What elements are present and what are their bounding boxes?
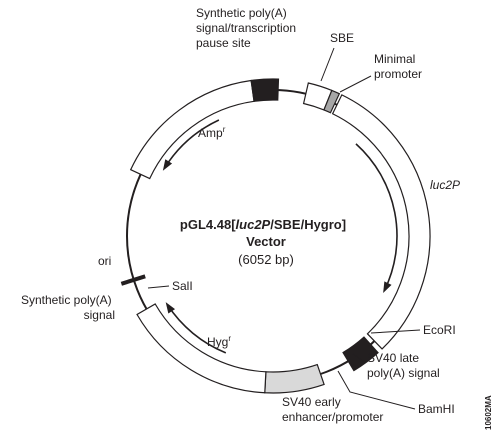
luc2p-arrow-head — [383, 281, 392, 294]
luc2p-label: luc2P — [430, 178, 460, 192]
sv40-early-block — [264, 363, 325, 394]
hygr-segment — [136, 303, 267, 394]
ori-label: ori — [98, 254, 111, 268]
synthetic-polya-top-label: Synthetic poly(A) signal/transcription p… — [196, 6, 299, 50]
sv40-late-leader — [352, 353, 364, 362]
figure-code: 10602MA — [484, 395, 493, 430]
hygr-label: Hygr — [207, 334, 231, 349]
sbe-label: SBE — [330, 31, 354, 45]
ampr-segment — [129, 79, 255, 180]
luc2p-segment — [331, 94, 431, 350]
hygr-arrow-head — [165, 302, 176, 314]
synthetic-polya-left-tick — [120, 274, 146, 286]
vector-title: pGL4.48[luc2P/SBE/Hygro] — [180, 217, 346, 232]
luc2p-arrow — [355, 143, 398, 291]
minimal-promoter-block — [323, 89, 341, 114]
bamhi-label: BamHI — [418, 402, 455, 416]
ecori-leader — [370, 329, 421, 334]
sv40-late-polya-block — [342, 336, 379, 372]
sv40-early-label: SV40 early enhancer/promoter — [282, 395, 383, 424]
vector-subtitle: Vector — [246, 234, 286, 249]
sv40-late-label: SV40 late poly(A) signal — [367, 351, 440, 380]
sali-label: SalI — [172, 279, 193, 293]
ampr-arrow-head — [162, 159, 173, 171]
sali-leader — [147, 285, 170, 289]
sbe-leader — [320, 47, 335, 82]
minimal-promoter-label: Minimal promoter — [374, 52, 422, 81]
ecori-label: EcoRI — [423, 323, 456, 337]
ampr-label: Ampr — [198, 125, 226, 140]
bamhi-leader — [337, 370, 416, 410]
minimal-promoter-leader — [339, 75, 372, 93]
vector-size: (6052 bp) — [238, 252, 294, 267]
synthetic-polya-top-block — [250, 78, 280, 102]
synthetic-polya-left-label: Synthetic poly(A) signal — [21, 293, 115, 322]
